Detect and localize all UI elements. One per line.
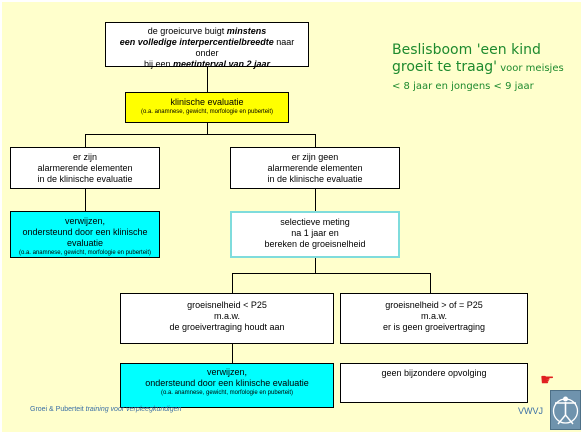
connector — [85, 134, 86, 147]
box-top-text-3: bij een — [143, 59, 173, 69]
refer-bottom-line-2: ondersteund door een klinische evaluatie — [145, 378, 309, 388]
box-top-text-1: de groeicurve buigt — [147, 26, 227, 36]
measure-line-3: bereken de groeisnelheid — [264, 239, 366, 249]
connector — [430, 273, 431, 293]
connector — [315, 189, 316, 211]
growth-slow-line-1: groeisnelheid < P25 — [187, 300, 267, 310]
refer-bottom-line-1: verwijzen, — [206, 367, 247, 377]
growth-ok-line-2: m.a.w. — [420, 311, 447, 321]
clinical-evaluation-note: (o.a. anamnese, gewicht, morfologie en p… — [140, 109, 274, 115]
alarm-yes-line-1: er zijn — [72, 152, 97, 162]
connector — [85, 189, 86, 211]
box-growth-slow: groeisnelheid < P25 m.a.w. de groeivertr… — [120, 293, 334, 344]
box-top-em-3: meetinterval van 2 jaar — [172, 59, 271, 69]
alarm-no-line-1: er zijn geen — [291, 152, 339, 162]
box-no-followup: geen bijzondere opvolging — [340, 363, 528, 403]
box-top-em-2: een volledige interpercentielbreedte — [119, 37, 274, 47]
box-growth-ok: groeisnelheid > of = P25 m.a.w. er is ge… — [340, 293, 528, 344]
box-selective-measurement: selectieve meting na 1 jaar en bereken d… — [230, 211, 400, 258]
box-top-text-2: naar onder — [195, 37, 295, 58]
connector — [207, 67, 208, 92]
box-alarm-no: er zijn geen alarmerende elementen in de… — [230, 147, 400, 189]
connector — [315, 134, 316, 147]
box-top-condition: de groeicurve buigt minstens een volledi… — [105, 22, 309, 69]
connector — [207, 123, 208, 134]
alarm-yes-line-3: in de klinische evaluatie — [37, 174, 133, 184]
vwvj-logo-icon — [550, 390, 581, 430]
footer-subtitle: training voor verpleegkundigen — [85, 406, 182, 413]
box-refer-bottom: verwijzen, ondersteund door een klinisch… — [120, 363, 334, 408]
connector — [232, 273, 233, 293]
clinical-evaluation-label: klinische evaluatie — [170, 97, 244, 107]
refer-left-line-1: verwijzen, — [64, 216, 105, 226]
box-clinical-evaluation: klinische evaluatie (o.a. anamnese, gewi… — [125, 92, 289, 123]
alarm-no-line-3: in de klinische evaluatie — [267, 174, 363, 184]
growth-slow-line-3: de groeivertraging houdt aan — [169, 322, 285, 332]
box-top-em-1: minstens — [226, 26, 267, 36]
slide-title-sub: voor meisjes < 8 jaar en jongens < 9 jaa… — [392, 63, 564, 92]
connector — [85, 134, 315, 135]
alarm-no-line-2: alarmerende elementen — [267, 163, 363, 173]
box-alarm-yes: er zijn alarmerende elementen in de klin… — [10, 147, 160, 189]
footer-right: VWVJ — [518, 406, 544, 416]
refer-left-line-2: ondersteund door een klinische evaluatie — [22, 227, 148, 248]
no-followup-text: geen bijzondere opvolging — [381, 368, 487, 378]
connector — [232, 344, 233, 363]
refer-left-note: (o.a. anamnese, gewicht, morfologie en p… — [18, 250, 152, 256]
measure-line-2: na 1 jaar en — [291, 228, 339, 238]
growth-slow-line-2: m.a.w. — [213, 311, 240, 321]
growth-ok-line-1: groeisnelheid > of = P25 — [385, 300, 483, 310]
alarm-yes-line-2: alarmerende elementen — [37, 163, 133, 173]
measure-line-1: selectieve meting — [280, 217, 350, 227]
growth-ok-line-3: er is geen groeivertraging — [382, 322, 486, 332]
connector — [232, 273, 430, 274]
refer-bottom-note: (o.a. anamnese, gewicht, morfologie en p… — [160, 390, 294, 396]
pointing-hand-icon[interactable]: ☛ — [540, 372, 555, 389]
box-refer-left: verwijzen, ondersteund door een klinisch… — [10, 211, 160, 258]
footer-left: Groei & Puberteit training voor verpleeg… — [30, 406, 181, 413]
slide-title-main: Beslisboom 'een kind groeit te traag' — [392, 42, 541, 75]
footer-course: Groei & Puberteit — [30, 406, 84, 413]
connector — [315, 258, 316, 273]
slide-title: Beslisboom 'een kind groeit te traag' vo… — [392, 42, 572, 95]
